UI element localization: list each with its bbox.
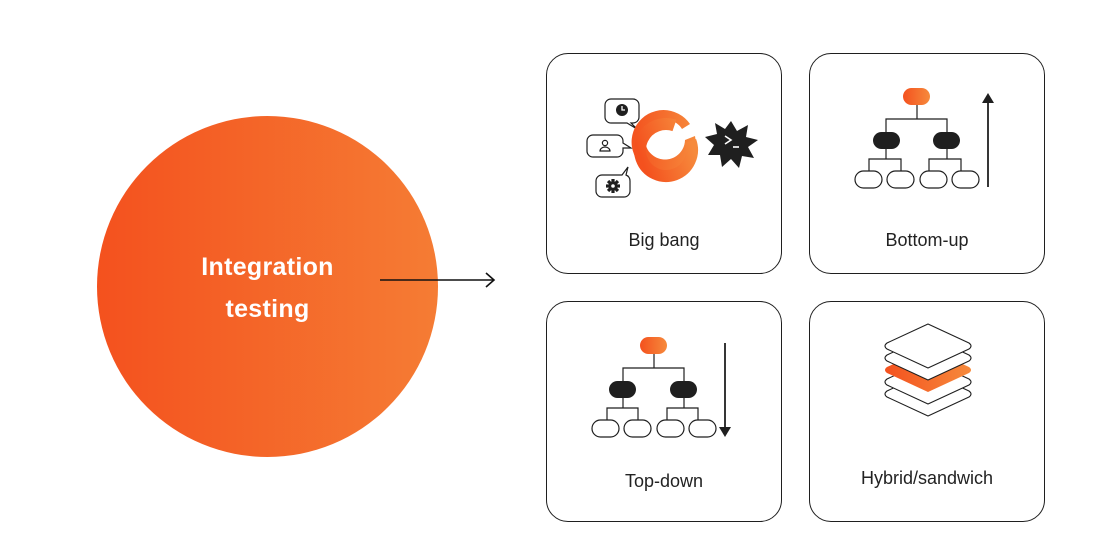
card-top-down[interactable]: Top-down	[546, 301, 782, 522]
card-label-bottom-up: Bottom-up	[885, 230, 969, 250]
mid-node-right	[670, 381, 697, 398]
arrow-right-icon	[380, 272, 496, 288]
card-label-big-bang: Big bang	[628, 230, 700, 250]
integration-testing-node	[97, 116, 438, 457]
gear-icon	[606, 179, 620, 193]
bottom-up-tree-icon	[854, 88, 994, 189]
clock-bubble-icon	[604, 98, 640, 130]
card-label-top-down: Top-down	[624, 471, 704, 491]
root-node	[640, 337, 667, 354]
central-label-line2: testing	[225, 295, 310, 323]
arrow-down-icon	[719, 343, 731, 437]
layer-stack-icon	[884, 323, 972, 417]
gear-bubble-icon	[595, 166, 631, 198]
mid-node-right	[933, 132, 960, 149]
big-bang-icon	[586, 98, 758, 198]
user-bubble-icon	[586, 134, 634, 158]
integration-testing-label: Integration testing	[97, 246, 438, 330]
card-label-hybrid-sandwich: Hybrid/sandwich	[860, 468, 994, 488]
terminal-burst-icon	[705, 121, 758, 168]
card-hybrid-sandwich[interactable]: Hybrid/sandwich	[809, 301, 1045, 522]
arrow-up-icon	[982, 93, 994, 187]
card-big-bang[interactable]: Big bang	[546, 53, 782, 274]
top-down-tree-icon	[591, 337, 731, 438]
central-label-line1: Integration	[201, 253, 334, 281]
root-node	[903, 88, 930, 105]
card-bottom-up[interactable]: Bottom-up	[809, 53, 1045, 274]
mid-node-left	[609, 381, 636, 398]
mid-node-left	[873, 132, 900, 149]
